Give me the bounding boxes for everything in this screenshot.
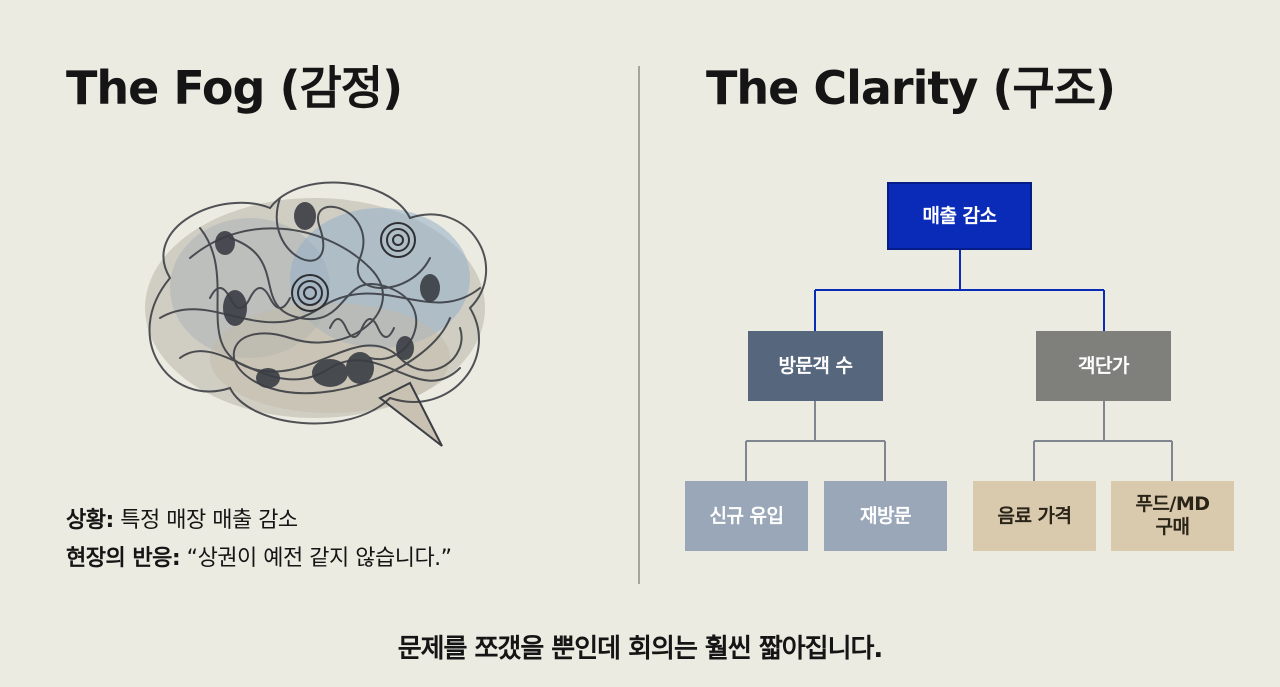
tree-node-beverage-price: 음료 가격 (973, 481, 1096, 551)
reaction-label: 현장의 반응: (66, 546, 181, 571)
tree-node-new-inflow: 신규 유입 (685, 481, 808, 551)
tangled-thought-bubble-icon (145, 181, 488, 447)
clarity-title: The Clarity (구조) (706, 61, 1116, 115)
tree-node-food-md: 푸드/MD 구매 (1111, 481, 1234, 551)
tree-node-label-line2: 구매 (1155, 516, 1190, 538)
situation-label: 상황: (66, 508, 114, 533)
tree-node-label: 푸드/MD (1135, 493, 1210, 516)
tree-node-label: 객단가 (1078, 354, 1129, 377)
tree-node-average-spend: 객단가 (1036, 331, 1171, 401)
tree-node-sales-decline: 매출 감소 (887, 182, 1032, 250)
reaction-text: “상권이 예전 같지 않습니다.” (180, 546, 452, 571)
footer-message: 문제를 쪼갰을 뿐인데 회의는 훨씬 짧아집니다. (397, 634, 884, 664)
reaction-line: 현장의 반응: “상권이 예전 같지 않습니다.” (66, 540, 452, 572)
tree-node-label: 음료 가격 (997, 504, 1072, 527)
tree-node-revisit: 재방문 (824, 481, 947, 551)
fog-dark-blots (215, 202, 440, 388)
tree-node-label: 매출 감소 (922, 204, 997, 227)
root-connectors (814, 250, 1105, 331)
branch-connectors (745, 401, 1173, 481)
center-divider (638, 66, 640, 584)
situation-line: 상황: 특정 매장 매출 감소 (66, 502, 298, 534)
situation-text: 특정 매장 매출 감소 (113, 508, 298, 533)
tree-node-label: 방문객 수 (778, 354, 853, 377)
tree-node-label: 신규 유입 (709, 504, 784, 527)
tree-node-visitors: 방문객 수 (748, 331, 883, 401)
tree-node-label: 재방문 (860, 504, 911, 527)
fog-spirals (291, 222, 416, 312)
fog-title: The Fog (감정) (66, 61, 403, 115)
